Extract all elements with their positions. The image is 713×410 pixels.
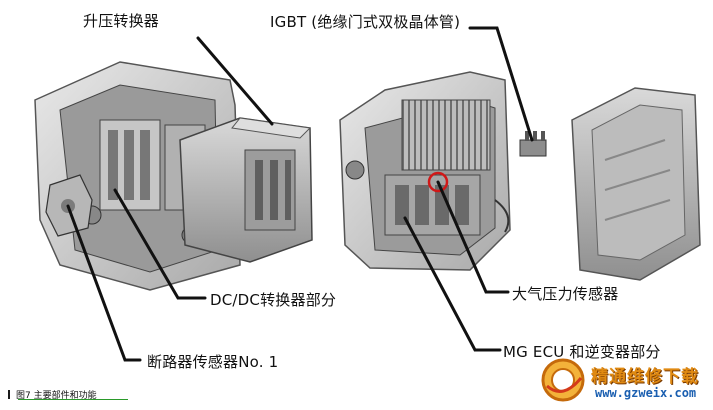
left-inverter-assembly: [34, 61, 313, 291]
leader-igbt: [468, 26, 534, 142]
middle-mg-ecu-assembly: [339, 71, 511, 271]
label-atmospheric-pressure-sensor: 大气压力传感器: [512, 285, 619, 303]
leader-breaker: [66, 204, 142, 362]
cover-plate: [571, 87, 701, 281]
caption-underline: [18, 399, 128, 400]
label-dcdc: DC/DC转换器部分: [210, 291, 337, 309]
leader-dcdc: [113, 188, 207, 300]
highlight-circle: [427, 171, 449, 193]
label-igbt: IGBT (绝缘门式双极晶体管): [270, 13, 461, 31]
watermark-url: www.gzweix.com: [595, 386, 697, 400]
label-mg-ecu-inverter: MG ECU 和逆变器部分: [503, 343, 661, 361]
igbt-component: [519, 131, 547, 157]
leader-atm: [436, 180, 510, 294]
leader-mg-ecu: [403, 216, 502, 352]
watermark: 精通维修下载 www.gzweix.com: [539, 356, 709, 406]
watermark-site-name: 精通维修下载: [591, 367, 699, 387]
caption-bar: [8, 390, 10, 399]
figure-caption: 图7 主要部件和功能: [8, 388, 128, 401]
label-breaker-sensor: 断路器传感器No. 1: [147, 353, 279, 371]
label-boost-converter: 升压转换器: [83, 12, 160, 30]
leader-boost-converter: [196, 36, 274, 126]
caption-text: 图7 主要部件和功能: [16, 391, 97, 401]
leader-lines: [66, 26, 534, 362]
watermark-logo-icon: [541, 358, 585, 402]
